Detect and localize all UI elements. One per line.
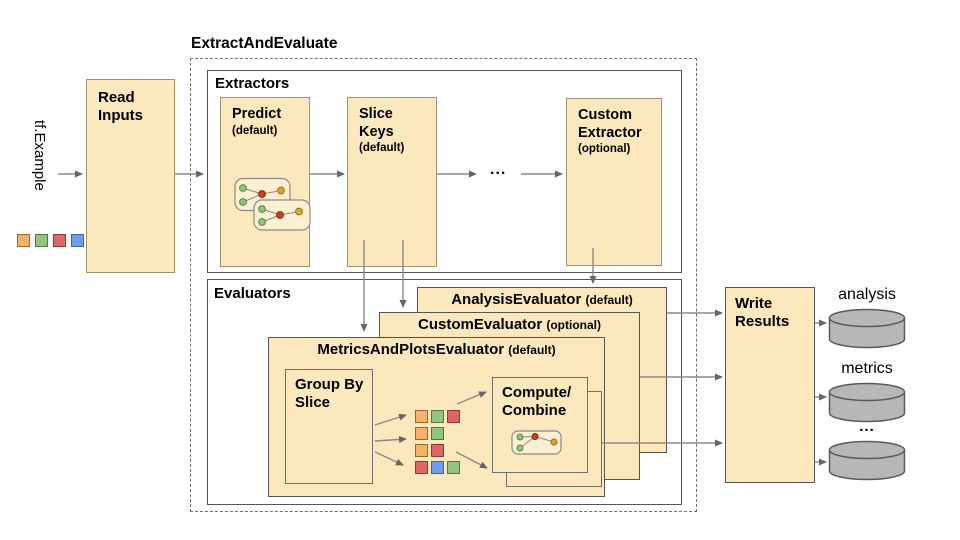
- green-data-square: [431, 427, 444, 440]
- custom-extractor-title: Custom Extractor: [578, 107, 642, 141]
- extractors-ellipsis: ...: [490, 161, 507, 178]
- analysis-output-label: analysis: [838, 286, 896, 303]
- extractors-container: Extractors: [207, 70, 682, 273]
- green-data-square: [447, 461, 460, 474]
- diagram-title: ExtractAndEvaluate: [191, 35, 338, 52]
- slice-keys-extractor-box: Slice Keys (default): [347, 97, 437, 267]
- evaluators-label: Evaluators: [214, 285, 291, 302]
- input-data-squares: [17, 234, 84, 247]
- extract-and-evaluate-container: [190, 58, 697, 512]
- metrics-database-cylinder: [828, 382, 906, 423]
- write-results-box: Write Results: [725, 287, 815, 483]
- slice-keys-title: Slice Keys: [359, 106, 394, 140]
- custom-extractor-box: Custom Extractor (optional): [566, 98, 662, 266]
- more-database-cylinder: [828, 440, 906, 481]
- predict-title: Predict: [232, 106, 282, 122]
- red-data-square: [415, 461, 428, 474]
- orange-data-square: [415, 444, 428, 457]
- orange-data-square: [17, 234, 30, 247]
- metrics-and-plots-evaluator-title: MetricsAndPlotsEvaluator (default): [317, 341, 556, 358]
- custom-extractor-sub: (optional): [578, 143, 631, 156]
- red-data-square: [53, 234, 66, 247]
- blue-data-square: [71, 234, 84, 247]
- metrics-output-label: metrics: [841, 360, 893, 377]
- green-data-square: [35, 234, 48, 247]
- orange-data-square: [415, 410, 428, 423]
- orange-data-square: [415, 427, 428, 440]
- read-inputs-box: Read Inputs: [86, 79, 175, 273]
- slice-grid-row: [415, 461, 460, 474]
- group-by-slice-box: Group By Slice: [285, 369, 373, 484]
- slice-grid-row: [415, 410, 460, 423]
- evaluators-container: Evaluators: [207, 279, 682, 505]
- slice-grid-row: [415, 444, 460, 457]
- extractors-label: Extractors: [215, 75, 290, 92]
- compute-combine-label-line1: Compute/: [502, 384, 572, 401]
- read-inputs-label: Read Inputs: [98, 89, 143, 125]
- compute-combine-box: Compute/ Combine: [492, 377, 588, 473]
- compute-combine-label-line2: Combine: [502, 402, 567, 420]
- more-outputs-ellipsis: ...: [859, 418, 875, 435]
- predict-extractor-box: Predict (default): [220, 97, 310, 267]
- green-data-square: [431, 410, 444, 423]
- custom-evaluator-title: CustomEvaluator (optional): [417, 316, 602, 333]
- write-results-label: Write Results: [735, 295, 790, 331]
- analysis-evaluator-title: AnalysisEvaluator (default): [451, 291, 633, 308]
- input-label-tf-example: tf.Example: [31, 120, 48, 191]
- group-by-slice-label: Group By Slice: [295, 376, 364, 412]
- analysis-database-cylinder: [828, 308, 906, 349]
- red-data-square: [431, 444, 444, 457]
- sliced-data-grid: [415, 410, 460, 474]
- slice-keys-sub: (default): [359, 142, 405, 155]
- predict-sub: (default): [232, 124, 278, 137]
- red-data-square: [447, 410, 460, 423]
- slice-grid-row: [415, 427, 460, 440]
- blue-data-square: [431, 461, 444, 474]
